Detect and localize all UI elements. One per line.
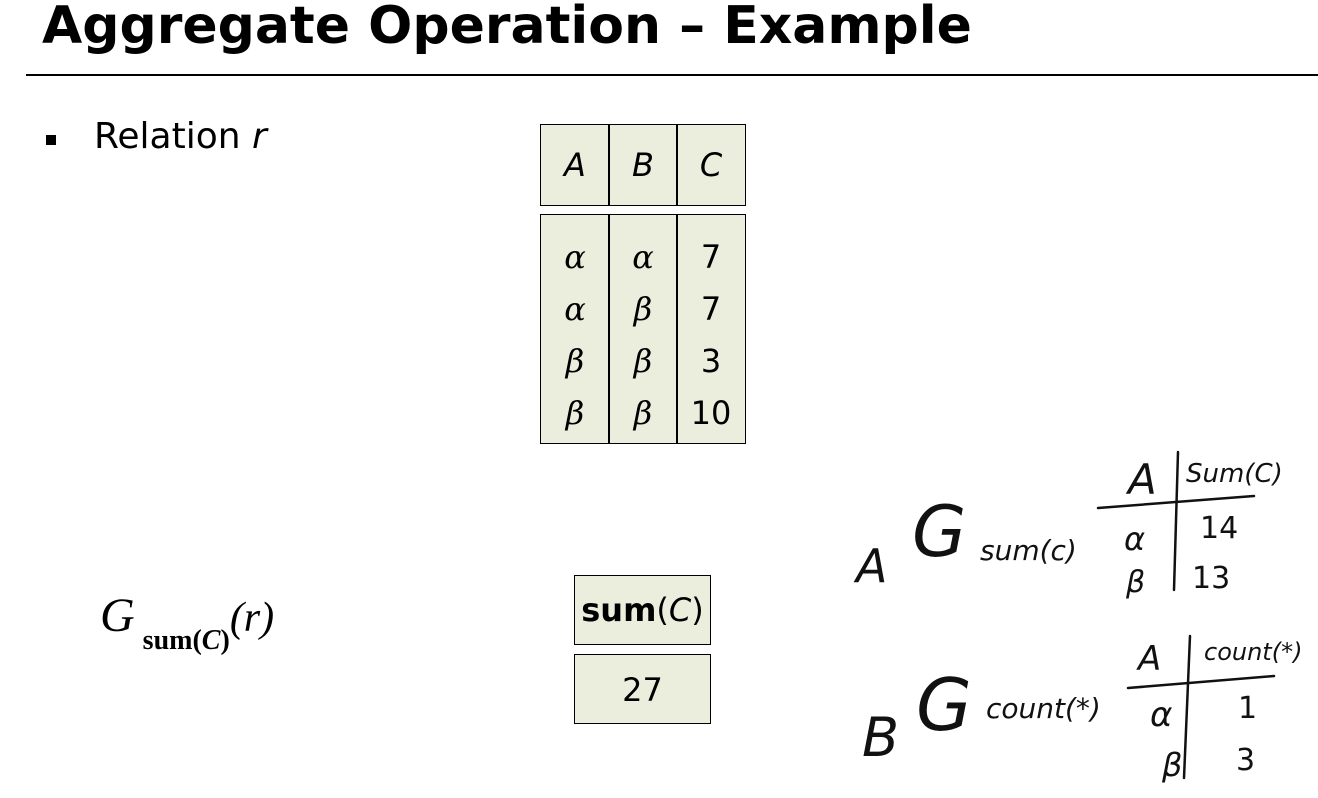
annotation-a: A G sum(c) A Sum(C) α 14 β 13 — [853, 450, 1283, 600]
annotation-b: B G count(*) A count(*) α 1 β 3 — [862, 634, 1302, 784]
annotation-a-row0-val: 14 — [1200, 511, 1238, 546]
bullet-relation-r: Relation r — [94, 116, 267, 157]
relation-header-row: A B C — [540, 124, 746, 206]
annotation-b-func: count(*) — [986, 692, 1101, 725]
subscript-var: C — [201, 625, 221, 656]
aggregate-subscript: sum(C) — [143, 625, 230, 656]
cell-r0-b: α — [632, 238, 654, 276]
subscript-func: sum( — [142, 625, 202, 656]
cell-r1-b: β — [633, 290, 653, 328]
result-header-func: sum — [581, 591, 657, 629]
header-cell-a: A — [564, 146, 586, 184]
result-header-close: ) — [691, 591, 704, 629]
bullet-var: r — [252, 116, 267, 157]
cell-r1-a: α — [564, 290, 586, 328]
cell-r3-c: 10 — [690, 394, 732, 432]
annotation-b-row0-key: α — [1150, 695, 1172, 735]
relation-body: α α 7 α β 7 β β 3 β β 10 — [540, 214, 746, 444]
result-value: 27 — [574, 654, 711, 724]
annotation-a-row1-key: β — [1125, 565, 1145, 600]
column-divider — [608, 215, 610, 443]
cell-r3-a: β — [565, 394, 585, 432]
annotation-b-row0-val: 1 — [1238, 691, 1257, 726]
cell-r3-b: β — [633, 394, 653, 432]
header-cell-b: B — [632, 146, 654, 184]
annotation-a-row0-key: α — [1124, 520, 1145, 558]
annotation-a-header-1: Sum(C) — [1186, 459, 1283, 489]
bullet-label: Relation — [94, 116, 241, 157]
cell-r0-a: α — [564, 238, 586, 276]
annotation-a-symbol: G — [912, 491, 966, 573]
column-divider — [676, 125, 678, 205]
annotation-b-row1-key: β — [1161, 746, 1182, 784]
aggregate-argument: (r) — [229, 595, 275, 641]
annotation-a-row1-val: 13 — [1192, 561, 1230, 596]
cell-r2-a: β — [565, 342, 585, 380]
cell-r2-b: β — [633, 342, 653, 380]
annotation-b-vrule — [1182, 634, 1192, 780]
annotation-a-vrule — [1172, 450, 1180, 592]
annotation-b-label: B — [862, 706, 899, 769]
cell-r1-c: 7 — [700, 290, 722, 328]
annotation-b-hrule — [1126, 674, 1276, 690]
header-cell-c: C — [699, 146, 723, 184]
annotation-b-symbol: G — [916, 663, 972, 747]
annotation-b-row1-val: 3 — [1236, 743, 1255, 778]
result-header-open: ( — [656, 591, 669, 629]
bullet-marker — [46, 135, 56, 145]
column-divider — [608, 125, 610, 205]
cell-r2-c: 3 — [700, 342, 722, 380]
title-divider — [26, 74, 1318, 76]
annotation-a-header-0: A — [1125, 455, 1157, 504]
annotation-b-header-0: A — [1136, 639, 1161, 679]
slide-title: Aggregate Operation – Example — [42, 0, 972, 56]
annotation-b-header-1: count(*) — [1204, 638, 1302, 666]
subscript-close: ) — [220, 625, 230, 656]
annotation-a-func: sum(c) — [980, 534, 1077, 567]
cell-r0-c: 7 — [700, 238, 722, 276]
result-header-var: C — [668, 591, 692, 629]
column-divider — [676, 215, 678, 443]
aggregate-symbol: G — [100, 589, 135, 642]
annotation-a-label: A — [853, 539, 887, 593]
result-header: sum(C) — [574, 575, 711, 645]
